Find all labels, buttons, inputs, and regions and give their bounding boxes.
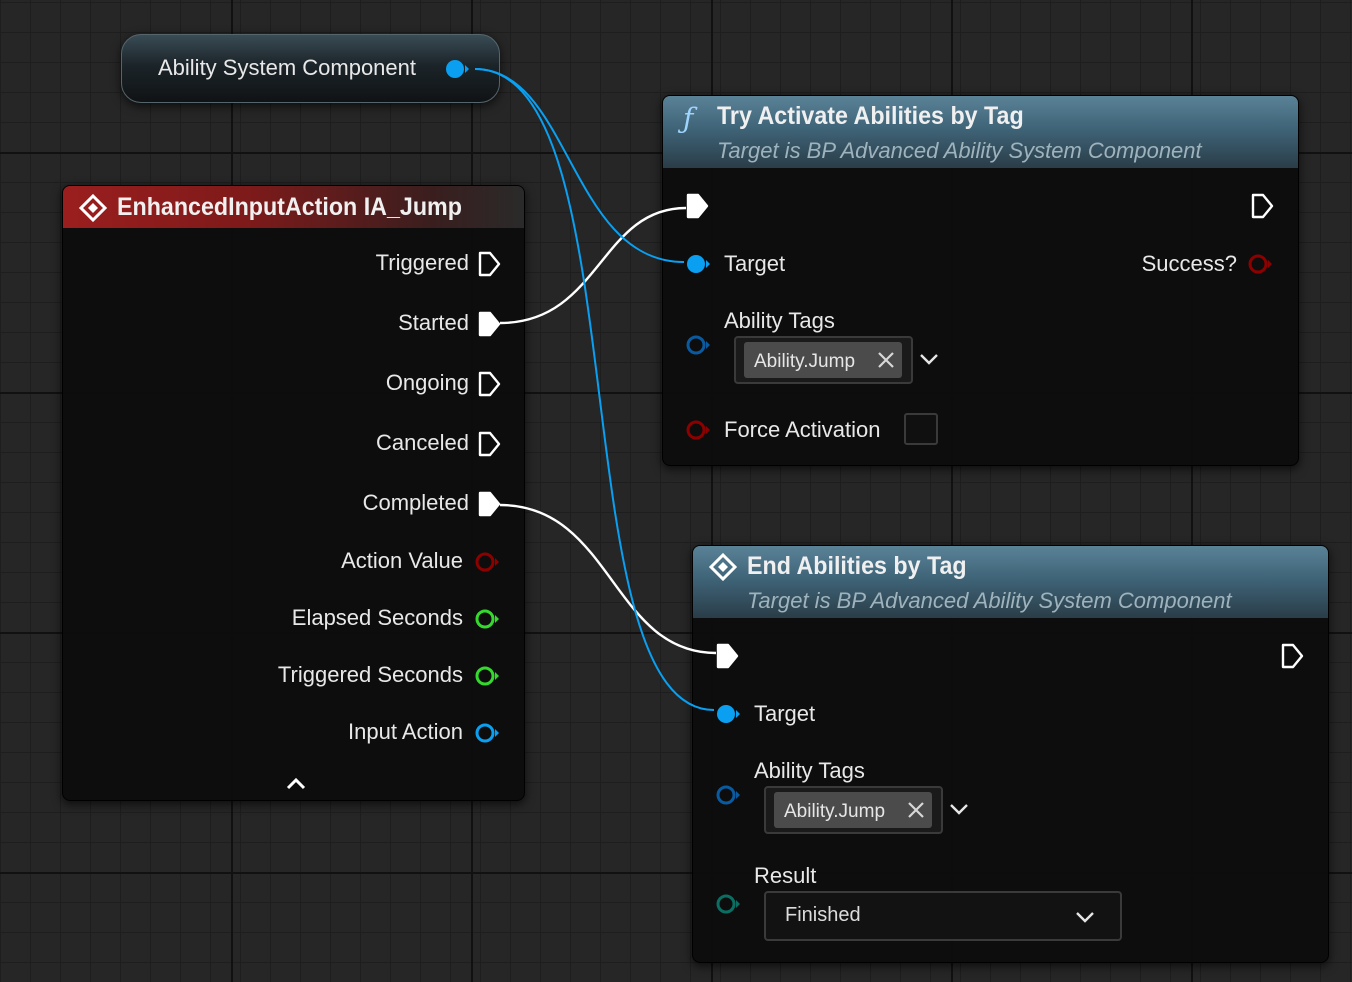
ability-system-component-label: Ability System Component [158, 55, 416, 80]
ongoing-pin-label: Ongoing [385, 370, 469, 395]
input-action-pin-label: Input Action [348, 719, 463, 744]
end-abilities-tag-text: Ability.Jump [784, 801, 886, 822]
started-pin-label: Started [398, 310, 469, 335]
try-activate-ability-tags-pin[interactable] [683, 332, 713, 358]
enhanced-input-action-node[interactable]: EnhancedInputAction IA_Jump Triggered St… [62, 185, 525, 801]
chevron-up-icon[interactable] [285, 775, 307, 791]
ability-system-component-output-pin[interactable] [442, 56, 472, 82]
wire-completed-to-end-abilities[interactable] [499, 503, 717, 655]
try-activate-tag-chip[interactable]: Ability.Jump [744, 342, 902, 378]
event-node-title: EnhancedInputAction IA_Jump [117, 193, 462, 221]
canceled-exec-pin-icon[interactable] [477, 430, 503, 458]
end-abilities-tag-chip[interactable]: Ability.Jump [774, 792, 932, 828]
force-activation-label: Force Activation [724, 417, 881, 442]
remove-tag-icon[interactable] [906, 800, 926, 820]
wire-started-to-try-activate[interactable] [499, 206, 687, 325]
triggered-pin-label: Triggered [375, 250, 469, 275]
end-abilities-header: End Abilities by Tag Target is BP Advanc… [693, 546, 1328, 618]
result-pin[interactable] [713, 891, 743, 917]
event-node-header: EnhancedInputAction IA_Jump [63, 186, 524, 228]
elapsed-seconds-pin[interactable] [472, 606, 502, 632]
result-label: Result [754, 863, 817, 888]
end-abilities-subtitle: Target is BP Advanced Ability System Com… [747, 588, 1232, 613]
success-pin[interactable] [1245, 251, 1275, 277]
try-activate-target-label: Target [724, 251, 786, 276]
event-diamond-icon [79, 194, 107, 222]
action-value-pin[interactable] [472, 549, 502, 575]
end-abilities-ability-tags-pin[interactable] [713, 782, 743, 808]
try-activate-title: Try Activate Abilities by Tag [717, 102, 1024, 130]
action-value-pin-label: Action Value [341, 548, 463, 573]
end-abilities-exec-in-pin-icon[interactable] [715, 642, 741, 670]
end-abilities-exec-out-pin-icon[interactable] [1280, 642, 1306, 670]
triggered-seconds-pin-label: Triggered Seconds [277, 662, 463, 687]
canceled-pin-label: Canceled [376, 430, 469, 455]
try-activate-exec-in-pin-icon[interactable] [685, 192, 711, 220]
end-abilities-target-pin[interactable] [713, 701, 743, 727]
try-activate-tag-container[interactable]: Ability.Jump [734, 336, 913, 384]
chevron-down-icon [1076, 912, 1094, 923]
try-activate-ability-tags-label: Ability Tags [724, 308, 835, 333]
result-dropdown[interactable]: Finished [764, 891, 1122, 941]
try-activate-tags-chevron-down-icon[interactable] [919, 352, 939, 366]
end-abilities-node[interactable]: End Abilities by Tag Target is BP Advanc… [692, 545, 1329, 963]
function-icon: ƒ [683, 102, 694, 135]
end-abilities-tag-container[interactable]: Ability.Jump [764, 786, 943, 834]
remove-tag-icon[interactable] [876, 350, 896, 370]
try-activate-subtitle: Target is BP Advanced Ability System Com… [717, 138, 1202, 163]
elapsed-seconds-pin-label: Elapsed Seconds [291, 605, 463, 630]
end-abilities-ability-tags-label: Ability Tags [754, 758, 865, 783]
ability-system-component-node[interactable]: Ability System Component [121, 34, 500, 103]
completed-pin-label: Completed [362, 490, 469, 515]
input-action-pin[interactable] [472, 720, 502, 746]
end-abilities-tags-chevron-down-icon[interactable] [949, 802, 969, 816]
force-activation-pin[interactable] [683, 417, 713, 443]
started-exec-pin-icon[interactable] [477, 310, 503, 338]
try-activate-tag-text: Ability.Jump [754, 351, 856, 372]
force-activation-checkbox[interactable] [904, 413, 938, 445]
try-activate-target-pin[interactable] [683, 251, 713, 277]
try-activate-exec-out-pin-icon[interactable] [1250, 192, 1276, 220]
try-activate-abilities-node[interactable]: ƒ Try Activate Abilities by Tag Target i… [662, 95, 1299, 466]
end-abilities-target-label: Target [754, 701, 816, 726]
try-activate-header: ƒ Try Activate Abilities by Tag Target i… [663, 96, 1298, 168]
function-diamond-icon [709, 553, 737, 581]
triggered-exec-pin-icon[interactable] [477, 250, 503, 278]
result-dropdown-value: Finished [785, 904, 861, 926]
ongoing-exec-pin-icon[interactable] [477, 370, 503, 398]
success-pin-label: Success? [1141, 251, 1237, 276]
end-abilities-title: End Abilities by Tag [747, 552, 967, 580]
triggered-seconds-pin[interactable] [472, 663, 502, 689]
completed-exec-pin-icon[interactable] [477, 490, 503, 518]
